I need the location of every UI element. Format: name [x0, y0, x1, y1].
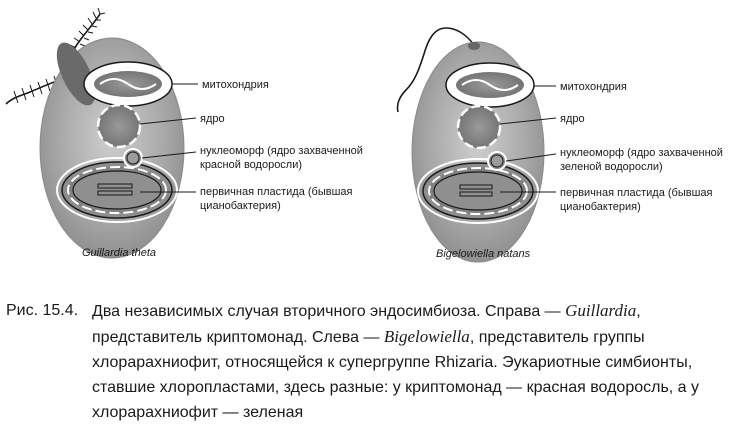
caption-part: , представитель криптомонад. Слева —: [92, 303, 641, 346]
label-nucleomorph-line1: нуклеоморф (ядро захваченной: [200, 145, 363, 157]
nucleus-icon: [96, 103, 142, 149]
flagellum-icon: [396, 27, 475, 113]
plastid-icon: [417, 158, 539, 224]
leader-lines: [139, 83, 198, 193]
mitochondrion-icon: [445, 62, 535, 108]
label-plastid-line1: первичная пластида (бывшая: [200, 186, 353, 198]
label-mitochondrion: митохондрия: [560, 81, 627, 93]
plastid-icon: [56, 157, 178, 223]
nucleomorph-icon: [487, 151, 507, 171]
nucleus-icon: [456, 104, 502, 150]
figure-illustration: митохондрия ядро нуклеоморф (ядро захвач…: [5, 7, 723, 263]
caption-part: Два независимых случая вторичного эндоси…: [92, 303, 566, 320]
label-plastid-line2: цианобактерия): [200, 200, 281, 212]
cell-bigelowiella: митохондрия ядро нуклеоморф (ядро захвач…: [396, 27, 723, 263]
label-nucleomorph-line1: нуклеоморф (ядро захваченной: [560, 147, 723, 159]
figure-caption: Рис. 15.4. Два независимых случая вторич…: [6, 298, 746, 425]
label-mitochondrion: митохондрия: [202, 79, 269, 91]
cell-guillardia: митохондрия ядро нуклеоморф (ядро захвач…: [5, 7, 363, 259]
caption-part: , представитель группы хлорарахниофит, о…: [92, 329, 700, 421]
species-name-bigelowiella: Bigelowiella natans: [436, 248, 531, 260]
label-nucleus: ядро: [200, 113, 225, 125]
genus-bigelowiella: Bigelowiella: [383, 327, 470, 346]
flagellar-base: [468, 42, 480, 50]
label-plastid-line2: цианобактерия): [560, 201, 641, 213]
nucleomorph-icon: [123, 148, 143, 168]
leader-lines: [499, 85, 557, 193]
label-nucleus: ядро: [560, 113, 585, 125]
label-plastid-line1: первичная пластида (бывшая: [560, 187, 713, 199]
species-name-guillardia: Guillardia theta: [82, 247, 156, 259]
mitochondrion-icon: [83, 61, 173, 107]
figure: митохондрия ядро нуклеоморф (ядро захвач…: [5, 7, 723, 263]
figure-number: Рис. 15.4.: [6, 302, 79, 319]
label-nucleomorph-line2: красной водоросли): [200, 159, 302, 171]
caption-text: Два независимых случая вторичного эндоси…: [92, 298, 746, 425]
genus-guillardia: Guillardia: [565, 301, 637, 320]
label-nucleomorph-line2: зеленой водоросли): [560, 161, 663, 173]
